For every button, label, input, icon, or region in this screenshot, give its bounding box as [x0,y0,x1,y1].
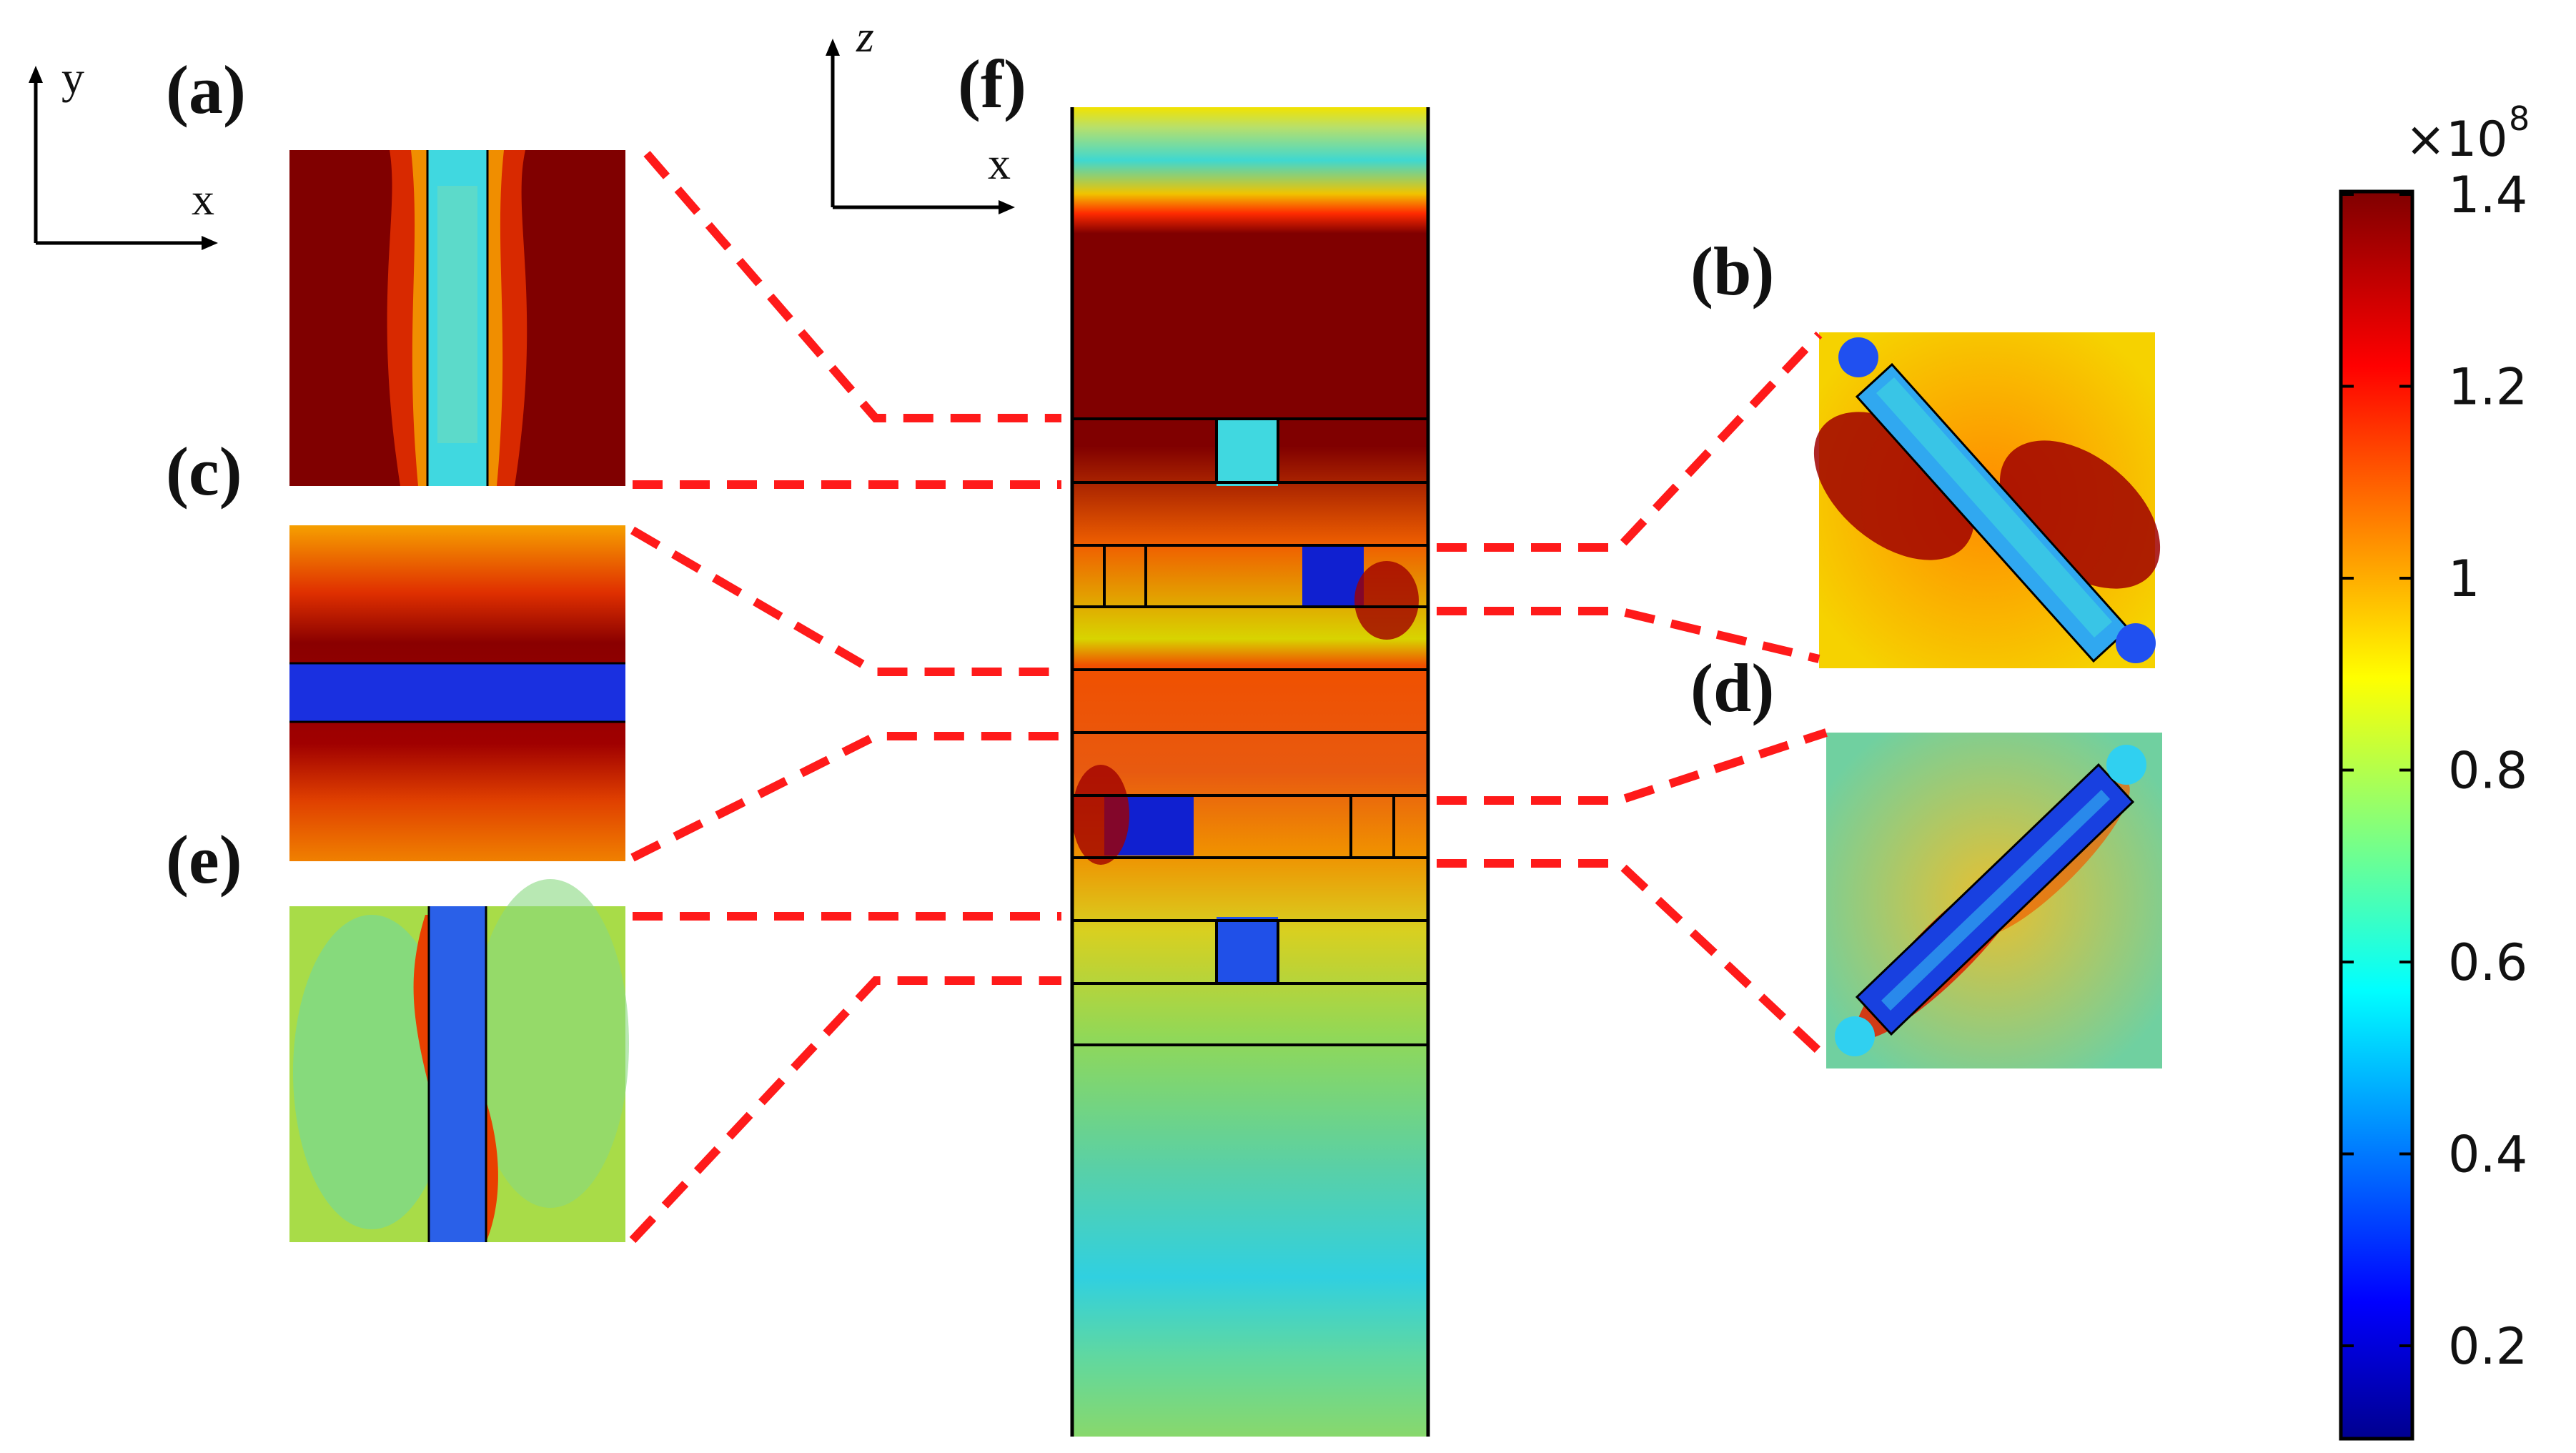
zoom-connectors [629,151,1830,1244]
xy-axis-indicator: y x [29,52,218,250]
panel-c-heatmap [289,525,625,861]
panel-label-f: (f) [958,46,1026,122]
panel-b-heatmap [1813,332,2161,668]
colorbar-tick-label: 0.6 [2448,933,2527,992]
panel-label-d: (d) [1690,650,1774,726]
y-axis-label: y [61,52,84,103]
x-axis-label: x [192,174,214,224]
panel-a-heatmap [289,150,625,486]
xz-axis-indicator: z x [826,11,1015,214]
colorbar: ×10 8 1.4 1.2 1 0.8 0.6 0.4 0.2 [2339,99,2530,1441]
colorbar-tick-label: 0.8 [2448,742,2527,800]
panel-f-heatmap [1070,107,1430,1437]
colorbar-tick-label: 1.2 [2448,358,2527,417]
colorbar-tick-label: 1 [2448,550,2480,608]
panel-d-heatmap [1826,733,2162,1068]
colorbar-exponent: 8 [2509,99,2530,138]
colorbar-tick-label: 0.4 [2448,1126,2527,1184]
colorbar-tick-label: 1.4 [2448,166,2527,224]
panel-label-c: (c) [166,433,242,510]
colorbar-tick-label: 0.2 [2448,1317,2527,1376]
panel-label-b: (b) [1690,233,1774,309]
panel-label-a: (a) [166,51,246,128]
panel-e-heatmap [289,879,629,1242]
colorbar-ticks: 1.4 1.2 1 0.8 0.6 0.4 0.2 [2341,166,2527,1376]
panel-label-e: (e) [166,821,242,898]
colorbar-multiplier: ×10 [2405,111,2508,168]
z-axis-label: z [856,11,874,61]
x-axis-label-f: x [988,138,1011,189]
